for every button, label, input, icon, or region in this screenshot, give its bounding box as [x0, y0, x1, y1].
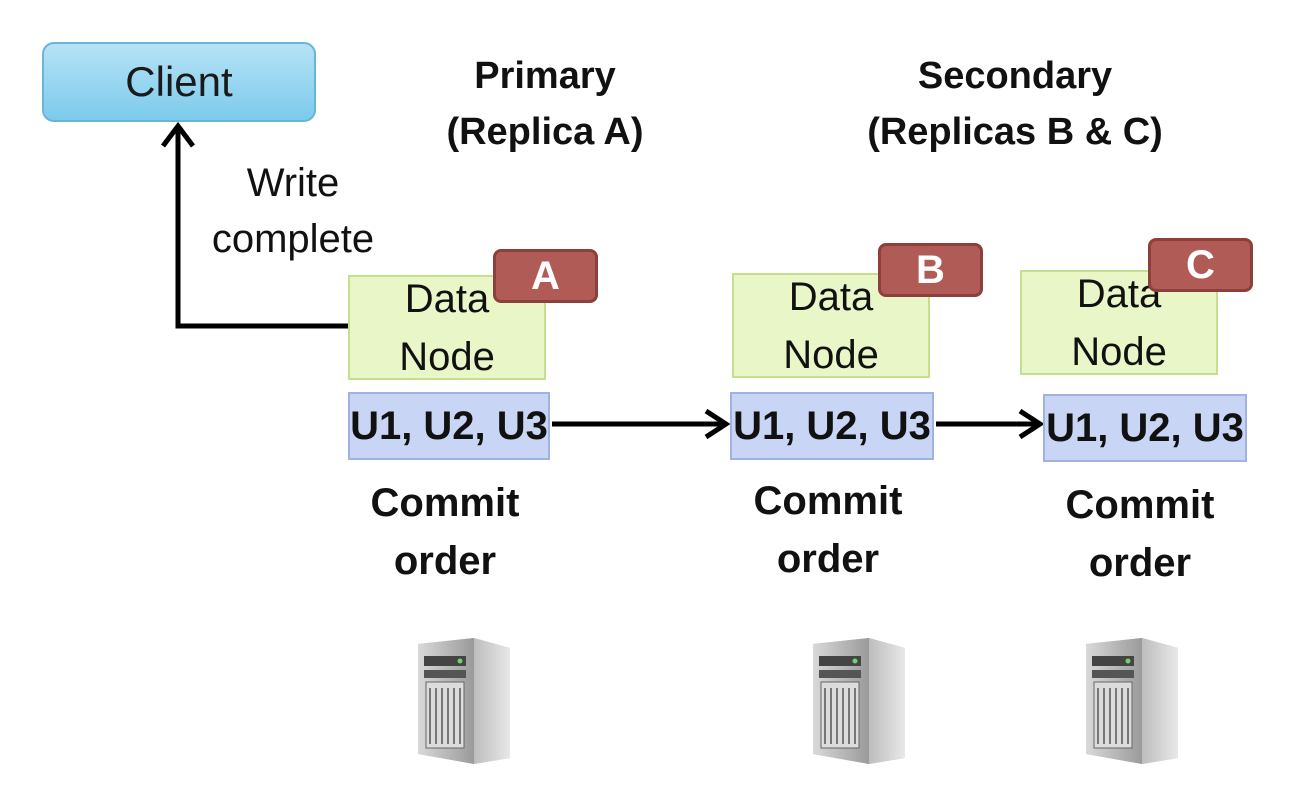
commit-log-b: U1, U2, U3: [730, 392, 934, 460]
primary-subtitle: (Replica A): [446, 111, 644, 153]
primary-heading: Primary (Replica A): [420, 48, 670, 160]
commit-order-c-line2: order: [1088, 541, 1192, 585]
commit-order-a-line2: order: [393, 539, 497, 583]
commit-order-c-line1: Commit: [1065, 483, 1215, 527]
commit-order-label-b: Commit order: [728, 472, 928, 588]
commit-log-c: U1, U2, U3: [1043, 394, 1247, 462]
commit-order-label-c: Commit order: [1040, 476, 1240, 592]
write-complete-line2: complete: [211, 217, 375, 261]
secondary-subtitle: (Replicas B & C): [867, 111, 1163, 153]
commit-order-a-line1: Commit: [370, 481, 520, 525]
data-node-b-line1: Data: [788, 274, 874, 319]
data-node-c-line2: Node: [1071, 329, 1167, 374]
secondary-heading: Secondary (Replicas B & C): [830, 48, 1200, 160]
write-complete-line1: Write: [246, 161, 340, 205]
commit-order-b-line1: Commit: [753, 479, 903, 523]
client-box: Client: [42, 42, 316, 122]
write-complete-label: Write complete: [188, 155, 398, 267]
server-icon: [418, 638, 510, 764]
primary-title: Primary: [474, 55, 616, 97]
write-complete-arrow: [175, 128, 350, 329]
replica-badge-c: C: [1148, 238, 1253, 292]
replica-badge-a: A: [493, 249, 598, 303]
commit-order-label-a: Commit order: [345, 474, 545, 590]
server-icon: [1086, 638, 1178, 764]
commit-log-a: U1, U2, U3: [348, 392, 550, 460]
write-complete-arrowhead: [161, 121, 195, 148]
data-node-a-line2: Node: [399, 334, 495, 379]
client-label: Client: [125, 58, 233, 105]
data-node-a-line1: Data: [404, 276, 490, 321]
replicate-arrowhead-a-b: [704, 408, 731, 440]
data-node-c-line1: Data: [1076, 271, 1162, 316]
commit-order-b-line2: order: [776, 537, 880, 581]
replicate-arrowhead-b-c: [1018, 408, 1045, 440]
server-icon: [813, 638, 905, 764]
secondary-title: Secondary: [917, 55, 1113, 97]
replica-badge-b: B: [878, 243, 983, 297]
data-node-b-line2: Node: [783, 332, 879, 377]
